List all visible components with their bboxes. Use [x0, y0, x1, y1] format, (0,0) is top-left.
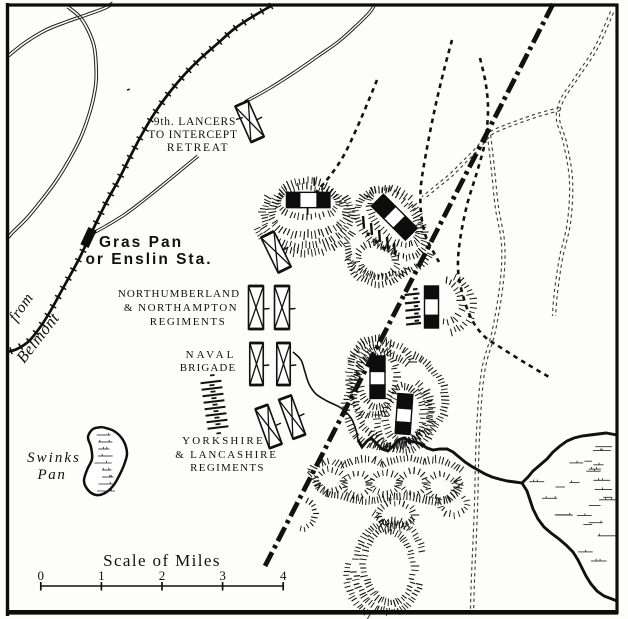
svg-text:REGIMENTS: REGIMENTS	[150, 316, 226, 328]
svg-text:0: 0	[38, 568, 45, 583]
svg-text:or Enslin Sta.: or Enslin Sta.	[85, 251, 212, 268]
svg-text:4: 4	[280, 568, 287, 583]
svg-text:2: 2	[159, 568, 166, 583]
svg-text:BRIGADE: BRIGADE	[180, 362, 237, 374]
svg-text:Gras Pan: Gras Pan	[99, 234, 183, 251]
svg-text:1: 1	[98, 568, 105, 583]
svg-text:TO INTERCEPT: TO INTERCEPT	[148, 129, 238, 141]
svg-text:& NORTHAMPTON: & NORTHAMPTON	[124, 302, 238, 314]
svg-text:YORKSHIRE: YORKSHIRE	[182, 435, 265, 447]
svg-text:9th. LANCERS: 9th. LANCERS	[154, 116, 236, 128]
svg-text:Pan: Pan	[37, 467, 67, 483]
svg-text:REGIMENTS: REGIMENTS	[190, 462, 265, 474]
svg-text:NORTHUMBERLAND: NORTHUMBERLAND	[118, 288, 240, 300]
svg-text:Swinks: Swinks	[27, 450, 81, 466]
svg-text:& LANCASHIRE: & LANCASHIRE	[175, 449, 278, 461]
svg-text:RETREAT: RETREAT	[167, 142, 229, 154]
svg-text:Scale of Miles: Scale of Miles	[103, 551, 221, 570]
svg-text:3: 3	[219, 568, 226, 583]
svg-text:NAVAL: NAVAL	[186, 349, 237, 361]
